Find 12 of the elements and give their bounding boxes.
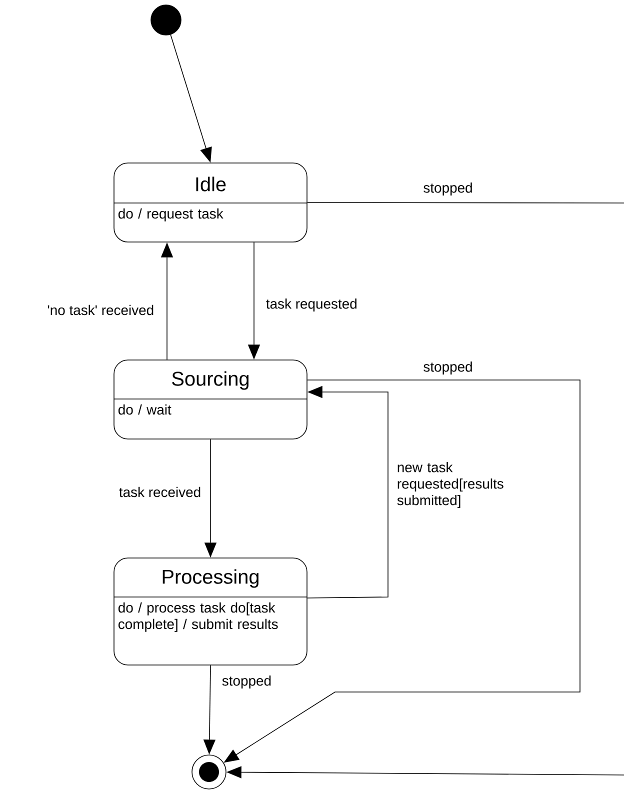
edge-label: stopped <box>422 360 474 376</box>
edge-label: stopped <box>422 181 474 197</box>
edge-label: 'no task' received <box>46 303 156 317</box>
state-box: Idle do / request task <box>114 162 308 242</box>
edge-label: task requested <box>264 297 359 313</box>
final-state <box>192 754 226 790</box>
initial-state <box>150 4 182 36</box>
state-box: Sourcing do / wait <box>114 360 308 440</box>
edge-label: task received <box>117 485 203 499</box>
edge-label: new task requested[results submitted] <box>395 460 508 510</box>
state-box: Processing do / process task do[task complete] / submit results <box>114 558 308 666</box>
edge-label: stopped <box>220 674 274 690</box>
